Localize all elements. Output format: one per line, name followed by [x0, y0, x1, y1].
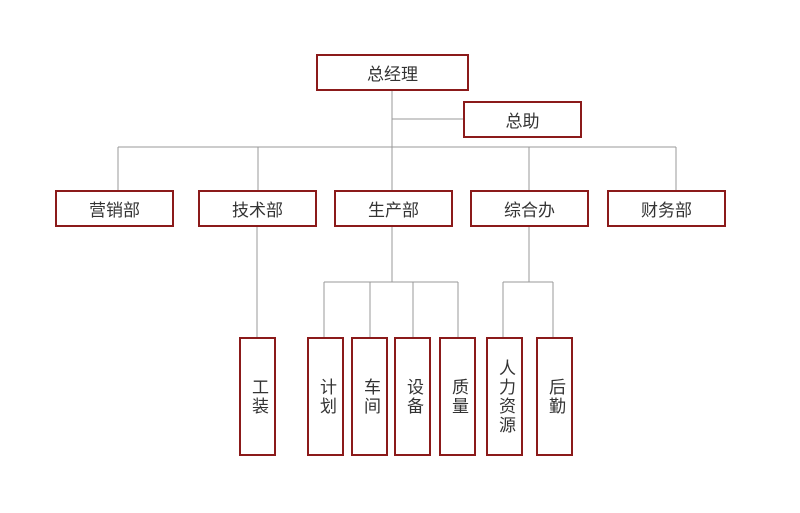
marketing-dept-box: 营销部: [55, 190, 174, 227]
tooling-unit-box: 工装: [239, 337, 276, 456]
technology-dept-box: 技术部: [198, 190, 317, 227]
general-office-dept-box: 综合办: [470, 190, 589, 227]
workshop-unit-box: 车间: [351, 337, 388, 456]
production-dept-box: 生产部: [334, 190, 453, 227]
finance-dept-box: 财务部: [607, 190, 726, 227]
logistics-unit-box: 后勤: [536, 337, 573, 456]
equipment-unit-box: 设备: [394, 337, 431, 456]
planning-unit-box: 计划: [307, 337, 344, 456]
quality-unit-box: 质量: [439, 337, 476, 456]
ceo-box: 总经理: [316, 54, 469, 91]
assistant-box: 总助: [463, 101, 582, 138]
human-resources-unit-box: 人力资源: [486, 337, 523, 456]
